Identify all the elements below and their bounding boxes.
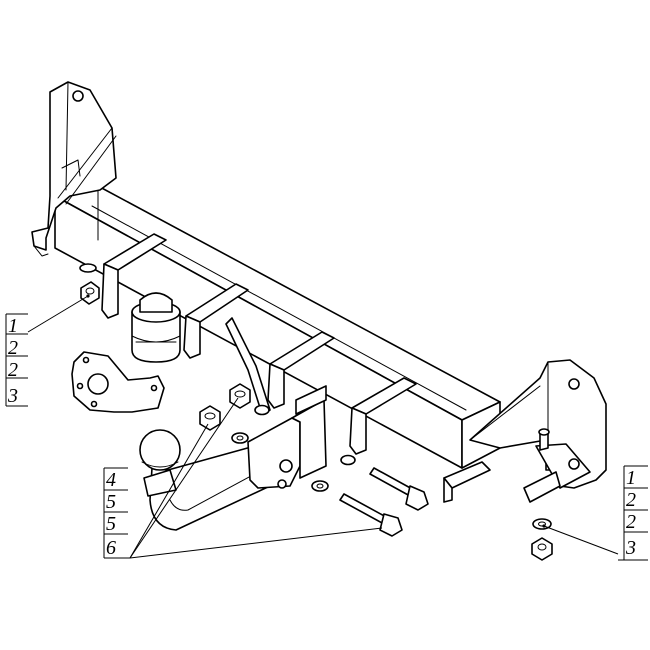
socket-plate <box>71 351 165 413</box>
bottom-callout-label-2: 5 <box>106 491 116 513</box>
left-callout-stack: 1 2 2 3 <box>5 313 28 407</box>
left-callout-label-2: 2 <box>8 337 18 359</box>
right-mounting-plate <box>469 359 607 503</box>
hook-arm <box>225 317 271 415</box>
right-callout-label-4: 3 <box>625 537 636 559</box>
hardware-nut-1 <box>199 405 221 431</box>
right-callout-stack: 1 2 2 3 <box>618 465 648 561</box>
hardware-nut-left <box>80 281 100 305</box>
beam-bracket-5 <box>443 461 491 503</box>
left-callout-label-1: 1 <box>8 315 18 337</box>
leader-lines <box>27 294 619 559</box>
hardware-washer-2 <box>254 404 270 416</box>
left-callout-label-3: 2 <box>8 359 18 381</box>
bottom-callout-label-3: 5 <box>106 513 116 535</box>
bolt-upper <box>369 467 429 511</box>
hardware-washer-3 <box>311 480 329 492</box>
left-callout-label-4: 3 <box>7 385 18 407</box>
right-callout-label-1: 1 <box>626 467 636 489</box>
beam-bracket-3 <box>267 331 335 409</box>
beam-bracket-2 <box>183 283 249 359</box>
ball-cover-cap <box>131 292 181 363</box>
hardware-nut-2 <box>229 383 251 409</box>
beam-bracket-1 <box>101 233 167 319</box>
bolt-lower <box>339 493 403 537</box>
right-callout-label-2: 2 <box>626 489 636 511</box>
beam-bracket-4 <box>349 377 417 455</box>
left-mounting-plate <box>31 81 117 273</box>
crossbeam <box>54 185 501 469</box>
ball-mount-bracket <box>247 385 327 489</box>
hardware-washer-4 <box>340 454 356 466</box>
bottom-callout-stack: 4 5 5 6 <box>103 467 130 559</box>
right-callout-label-3: 2 <box>626 511 636 533</box>
bottom-callout-label-1: 4 <box>106 469 116 491</box>
hardware-nut-right <box>531 537 553 561</box>
bottom-callout-label-4: 6 <box>106 537 116 559</box>
hardware-washer-1 <box>231 432 249 444</box>
